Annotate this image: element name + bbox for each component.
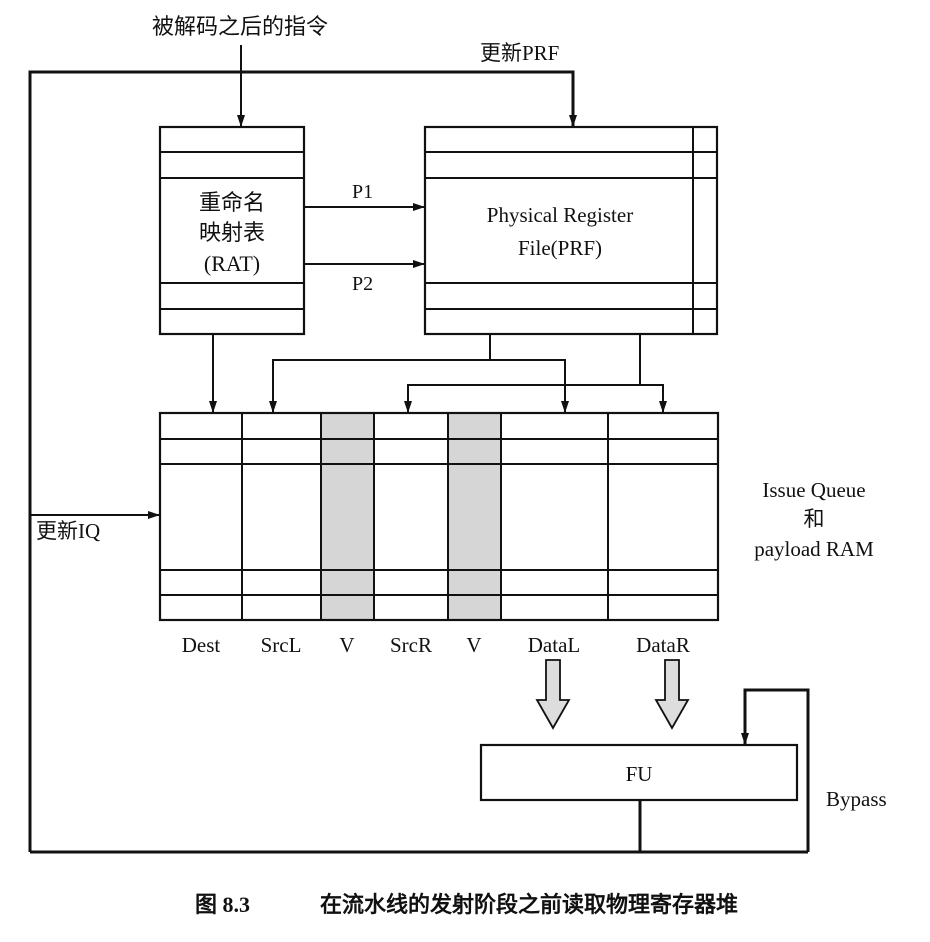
column-v-left: V (339, 633, 354, 657)
datal-to-fu-arrow-icon (535, 659, 571, 730)
rat-label-1: 重命名 (199, 190, 265, 215)
rat-label-3: (RAT) (204, 251, 260, 276)
update-prf-label: 更新PRF (480, 41, 559, 65)
bypass-wire (741, 688, 810, 852)
figure-caption: 在流水线的发射阶段之前读取物理寄存器堆 (320, 892, 738, 917)
issue-queue-label-2: 和 (804, 507, 825, 531)
prf-label-1: Physical Register (487, 203, 633, 227)
issue-queue-label-1: Issue Queue (762, 478, 865, 502)
figure-number: 图 8.3 (195, 892, 250, 917)
column-srcr: SrcR (390, 633, 432, 657)
feedback-loop-wire (28, 70, 577, 852)
prf-port2-wires (404, 334, 667, 413)
p2-label: P2 (352, 273, 373, 295)
prf-table (423, 125, 719, 336)
column-datar: DataR (636, 633, 690, 657)
prf-port1-wires (269, 334, 569, 413)
column-dest: Dest (182, 633, 221, 657)
column-srcl: SrcL (261, 633, 302, 657)
p1-label: P1 (352, 181, 373, 203)
fu-label: FU (626, 762, 653, 786)
column-datal: DataL (528, 633, 580, 657)
bypass-label: Bypass (826, 787, 887, 811)
decoded-instructions-label: 被解码之后的指令 (152, 14, 328, 39)
update-iq-label: 更新IQ (36, 519, 100, 543)
issue-queue-label-3: payload RAM (754, 537, 874, 561)
issue-queue-table (158, 411, 720, 622)
prf-label-2: File(PRF) (518, 236, 602, 260)
datar-to-fu-arrow-icon (654, 659, 690, 730)
rat-label-2: 映射表 (199, 220, 265, 245)
column-v-right: V (466, 633, 481, 657)
rat-table (158, 125, 306, 336)
